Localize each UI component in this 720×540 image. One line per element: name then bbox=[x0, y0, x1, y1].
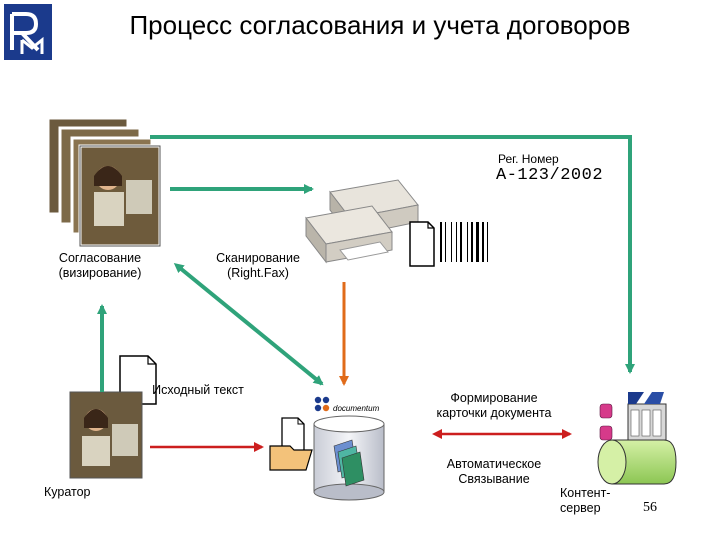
curator-label: Куратор bbox=[44, 485, 91, 499]
approval-to-repository-bidirectional-arrow bbox=[173, 262, 324, 386]
barcode-stripe bbox=[440, 222, 442, 262]
barcode-stripe bbox=[456, 222, 457, 262]
approvers-photo-stack bbox=[46, 116, 162, 248]
source-text-label: Исходный текст bbox=[152, 383, 244, 397]
content-server-icon bbox=[597, 392, 677, 485]
barcode-stripe bbox=[487, 222, 488, 262]
page-number: 56 bbox=[643, 500, 657, 515]
auto-link-label: Автоматическое Связывание bbox=[424, 457, 564, 487]
content-server-label: Контент- сервер bbox=[560, 486, 610, 516]
content-server-label-line2: сервер bbox=[560, 501, 601, 515]
card-forming-label-line2: карточки документа bbox=[436, 406, 552, 420]
barcode-stripe bbox=[460, 222, 462, 262]
curator-photo bbox=[69, 391, 143, 479]
approval-label: Согласование (визирование) bbox=[44, 251, 156, 281]
documentum-brand-text: documentum bbox=[333, 404, 380, 413]
scanning-label: Сканирование (Right.Fax) bbox=[198, 251, 318, 281]
fax-machines-icon bbox=[305, 179, 419, 264]
barcode-stripe bbox=[471, 222, 473, 262]
barcode-stripe bbox=[476, 222, 479, 262]
registration-number-label: Рег. Номер bbox=[498, 152, 559, 166]
card-forming-label: Формирование карточки документа bbox=[420, 391, 568, 421]
card-forming-label-line1: Формирование bbox=[450, 391, 538, 405]
scanning-label-line2: (Right.Fax) bbox=[227, 266, 289, 280]
barcode-stripe bbox=[451, 222, 452, 262]
approval-label-line1: Согласование bbox=[58, 251, 142, 265]
approval-label-line2: (визирование) bbox=[58, 266, 142, 280]
auto-link-label-line1: Автоматическое bbox=[446, 457, 542, 471]
registration-number-value: А-123/2002 bbox=[496, 166, 604, 185]
repository-database-icon bbox=[313, 415, 385, 501]
barcode-stripe bbox=[445, 222, 446, 262]
barcode-stripe bbox=[482, 222, 484, 262]
page-title: Процесс согласования и учета договоров bbox=[129, 10, 631, 40]
content-server-label-line1: Контент- bbox=[560, 486, 611, 500]
scanning-label-line1: Сканирование bbox=[216, 251, 300, 265]
barcode-document-icon bbox=[409, 221, 488, 267]
approval-to-content-server-arrow bbox=[150, 135, 635, 374]
barcode-stripe bbox=[467, 222, 468, 262]
documentum-logo-icon bbox=[314, 396, 330, 412]
folder-document-icon bbox=[269, 417, 313, 471]
institution-logo bbox=[4, 4, 52, 60]
auto-link-label-line2: Связывание bbox=[458, 472, 530, 486]
